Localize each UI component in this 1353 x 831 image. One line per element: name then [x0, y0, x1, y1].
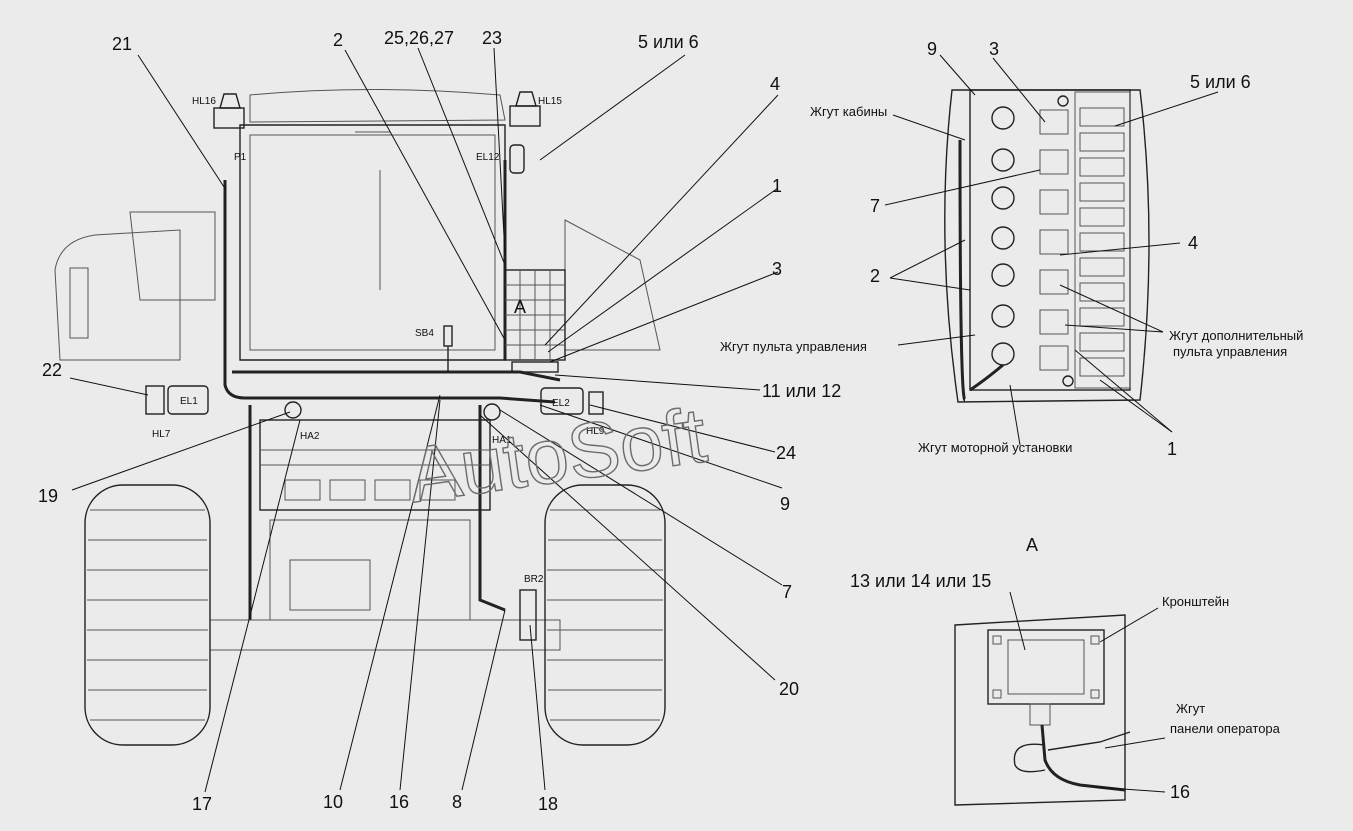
- callout-23: 23: [482, 28, 502, 48]
- callout-9: 9: [780, 494, 790, 514]
- label-operator-harness-1: Жгут: [1176, 701, 1205, 716]
- callout-7: 7: [782, 582, 792, 602]
- label-ha2: HA2: [300, 431, 320, 442]
- callout-16: 16: [389, 792, 409, 812]
- label-a-mark: A: [514, 297, 526, 317]
- label-el1: EL1: [180, 396, 198, 407]
- callout-10: 10: [323, 792, 343, 812]
- label-sb4: SB4: [415, 328, 434, 339]
- lamp-el1: [167, 385, 209, 415]
- component-labels: HL16 HL15 P1 EL12 SB4 EL1 EL2 HL7 HL9 HA…: [152, 96, 605, 585]
- lamp-hl9: [588, 391, 604, 415]
- detail-callout-3: 3: [989, 39, 999, 59]
- label-p1: P1: [234, 152, 247, 163]
- view-a-title: A: [1026, 535, 1038, 555]
- lamp-el2: [540, 387, 584, 415]
- callout-8: 8: [452, 792, 462, 812]
- view-a-callout-16: 16: [1170, 782, 1190, 802]
- callout-5-or-6: 5 или 6: [638, 32, 699, 52]
- detail-callout-2: 2: [870, 266, 880, 286]
- detail-callout-1: 1: [1167, 439, 1177, 459]
- callout-18: 18: [538, 794, 558, 814]
- lamp-el12: [509, 144, 525, 174]
- callout-21: 21: [112, 34, 132, 54]
- callout-19: 19: [38, 486, 58, 506]
- label-aux-panel-harness-2: пульта управления: [1173, 344, 1287, 359]
- wheel-left: [84, 484, 211, 746]
- leader-lines: [69, 47, 783, 793]
- callout-24: 24: [776, 443, 796, 463]
- lamp-hl7: [145, 385, 165, 415]
- label-el2: EL2: [552, 398, 570, 409]
- wheel-right: [544, 484, 666, 746]
- detail-callout-7: 7: [870, 196, 880, 216]
- label-operator-harness-2: панели оператора: [1170, 721, 1281, 736]
- callout-3: 3: [772, 259, 782, 279]
- label-ha1: HA1: [492, 435, 512, 446]
- fuse-panel-labels: 9 3 5 или 6 7 2 4 1 Жгут кабины Жгут пул…: [720, 39, 1303, 459]
- detail-callout-9: 9: [927, 39, 937, 59]
- label-hl7: HL7: [152, 429, 171, 440]
- callouts: 21 2 25,26,27 23 5 или 6 4 1 3 11 или 12…: [38, 28, 841, 814]
- detail-callout-5-or-6: 5 или 6: [1190, 72, 1251, 92]
- label-el12: EL12: [476, 152, 500, 163]
- horn-ha1: [483, 403, 501, 421]
- callout-11-or-12: 11 или 12: [762, 381, 841, 401]
- detail-callout-4: 4: [1188, 233, 1198, 253]
- fuse-panel-leaders: [884, 54, 1219, 446]
- label-cab-harness: Жгут кабины: [810, 104, 887, 119]
- label-hl9: HL9: [586, 426, 605, 437]
- label-aux-panel-harness-1: Жгут дополнительный: [1169, 328, 1303, 343]
- label-hl16: HL16: [192, 96, 216, 107]
- label-control-panel-harness: Жгут пульта управления: [720, 339, 867, 354]
- horn-ha2: [284, 401, 302, 419]
- fuse-panel-detail: [944, 89, 1150, 403]
- view-a-detail: [954, 614, 1131, 806]
- beacon-right: [509, 105, 541, 127]
- callout-17: 17: [192, 794, 212, 814]
- gear-br2: [519, 589, 537, 641]
- view-a-callout-13: 13 или 14 или 15: [850, 571, 991, 591]
- watermark: AutoSoft: [403, 390, 712, 519]
- callout-2: 2: [333, 30, 343, 50]
- callout-22: 22: [42, 360, 62, 380]
- callout-1: 1: [772, 176, 782, 196]
- callout-4: 4: [770, 74, 780, 94]
- label-engine-harness: Жгут моторной установки: [918, 440, 1072, 455]
- view-a-labels: 13 или 14 или 15 Кронштейн Жгут панели о…: [850, 571, 1281, 802]
- callout-20: 20: [779, 679, 799, 699]
- label-bracket: Кронштейн: [1162, 594, 1229, 609]
- view-a-leaders: [1009, 591, 1166, 793]
- cab-outline: [239, 124, 506, 361]
- label-hl15: HL15: [538, 96, 562, 107]
- operator-panel-bracket: [987, 629, 1105, 705]
- label-br2: BR2: [524, 574, 544, 585]
- machine-rear-view: [54, 89, 666, 746]
- callout-25-26-27: 25,26,27: [384, 28, 454, 48]
